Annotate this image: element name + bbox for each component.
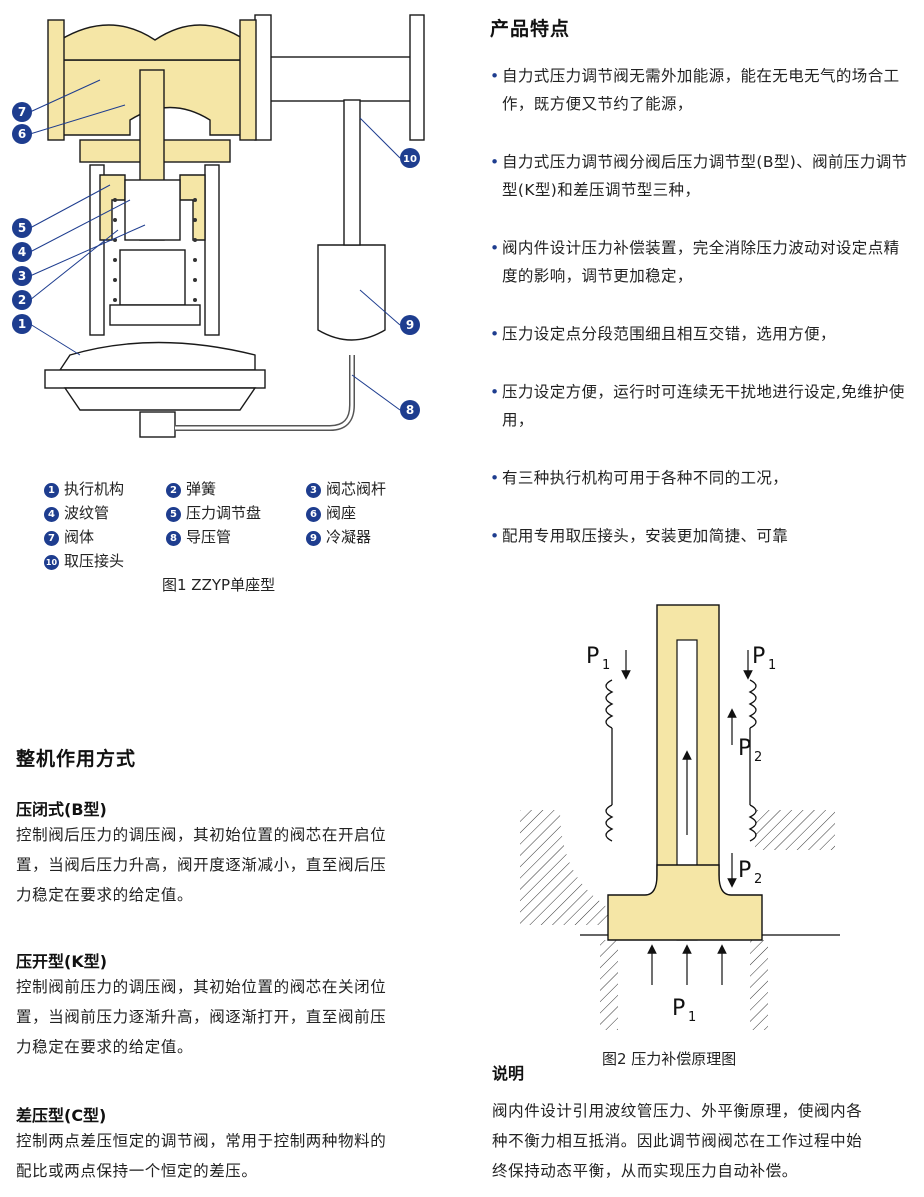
label-p1-right: P [752, 644, 765, 669]
mode-c-text: 控制两点差压恒定的调节阀，常用于控制两种物料的 配比或两点保持一个恒定的差压。 [16, 1126, 446, 1186]
text-line: 终保持动态平衡，从而实现压力自动补偿。 [492, 1162, 798, 1180]
callout-label: 4 [18, 245, 26, 259]
callout-4: 4 [12, 242, 32, 262]
legend-item: 2 弹簧 [166, 478, 216, 499]
text-line: 控制阀后压力的调压阀，其初始位置的阀芯在开启位 [16, 826, 387, 844]
legend-item: 4 波纹管 [44, 502, 109, 523]
text-line: 阀内件设计引用波纹管压力、外平衡原理，使阀内各 [492, 1102, 863, 1120]
feature-item: 有三种执行机构可用于各种不同的工况， [490, 464, 910, 492]
note-title: 说明 [492, 1064, 525, 1083]
legend-number: 7 [44, 531, 59, 546]
callout-label: 6 [18, 127, 26, 141]
label-p2-upper: P [738, 736, 751, 761]
legend-label: 阀座 [326, 504, 357, 522]
text-line: 控制阀前压力的调压阀，其初始位置的阀芯在关闭位 [16, 978, 387, 996]
text-line: 置，当阀前压力逐渐升高，阀逐渐打开，直至阀前压 [16, 1008, 387, 1026]
legend-item: 9 冷凝器 [306, 526, 371, 547]
subscript: 1 [768, 658, 776, 673]
feature-item: 压力设定点分段范围细且相互交错，选用方便， [490, 320, 910, 348]
label-p2-lower: P [738, 858, 751, 883]
callout-label: 5 [18, 221, 26, 235]
legend-label: 波纹管 [64, 504, 110, 522]
legend-label: 阀芯阀杆 [326, 480, 387, 498]
legend-label: 执行机构 [64, 480, 125, 498]
operation-title: 整机作用方式 [16, 748, 137, 770]
label-p1-left: P [586, 644, 599, 669]
legend-number: 3 [306, 483, 321, 498]
legend-number: 8 [166, 531, 181, 546]
legend-label: 导压管 [186, 528, 232, 546]
callout-10: 10 [400, 148, 420, 168]
text-line: 控制两点差压恒定的调节阀，常用于控制两种物料的 [16, 1132, 387, 1150]
callout-label: 1 [18, 317, 26, 331]
legend-item: 10 取压接头 [44, 550, 124, 571]
legend-number: 5 [166, 507, 181, 522]
callout-label: 7 [18, 105, 26, 119]
legend-number: 1 [44, 483, 59, 498]
figure1-drawing: 7 6 5 4 3 2 1 10 9 8 [12, 14, 425, 438]
callout-label: 8 [406, 403, 414, 417]
text-line: 种不衡力相互抵消。因此调节阀阀芯在工作过程中始 [492, 1132, 863, 1150]
features-list: 自力式压力调节阀无需外加能源，能在无电无气的场合工作，既方便又节约了能源， 自力… [490, 62, 910, 550]
subscript: 2 [754, 750, 762, 765]
legend-label: 冷凝器 [326, 528, 372, 546]
legend-label: 取压接头 [64, 552, 125, 570]
mode-c-heading: 差压型(C型) [16, 1106, 107, 1125]
legend-number: 10 [44, 555, 59, 570]
feature-item: 自力式压力调节阀无需外加能源，能在无电无气的场合工作，既方便又节约了能源， [490, 62, 910, 118]
label-p1-bottom: P [672, 996, 685, 1021]
callout-2: 2 [12, 290, 32, 310]
legend-number: 2 [166, 483, 181, 498]
subscript: 2 [754, 872, 762, 887]
callout-1: 1 [12, 314, 32, 334]
legend-item: 3 阀芯阀杆 [306, 478, 386, 499]
callout-7: 7 [12, 102, 32, 122]
subscript: 1 [602, 658, 610, 673]
feature-item: 阀内件设计压力补偿装置，完全消除压力波动对设定点精度的影响，调节更加稳定， [490, 234, 910, 290]
legend-label: 压力调节盘 [186, 504, 262, 522]
legend-item: 5 压力调节盘 [166, 502, 261, 523]
text-line: 力稳定在要求的给定值。 [16, 886, 194, 904]
callout-label: 2 [18, 293, 26, 307]
callout-label: 9 [406, 318, 414, 332]
legend-number: 9 [306, 531, 321, 546]
figure2-caption: 图2 压力补偿原理图 [602, 1050, 737, 1068]
text-line: 力稳定在要求的给定值。 [16, 1038, 194, 1056]
legend-item: 6 阀座 [306, 502, 356, 523]
mode-b-heading: 压闭式(B型) [16, 800, 107, 819]
mode-k-text: 控制阀前压力的调压阀，其初始位置的阀芯在关闭位 置，当阀前压力逐渐升高，阀逐渐打… [16, 972, 446, 1062]
subscript: 1 [688, 1010, 696, 1025]
callout-9: 9 [400, 315, 420, 335]
figure2-drawing: P 1 P 1 P 2 P 2 P 1 [520, 604, 840, 1030]
text-line: 置，当阀后压力升高，阀开度逐渐减小，直至阀后压 [16, 856, 387, 874]
legend-number: 4 [44, 507, 59, 522]
legend-label: 阀体 [64, 528, 95, 546]
mode-k-heading: 压开型(K型) [16, 952, 108, 971]
feature-item: 配用专用取压接头，安装更加简捷、可靠 [490, 522, 910, 550]
legend-number: 6 [306, 507, 321, 522]
callout-5: 5 [12, 218, 32, 238]
callout-label: 3 [18, 269, 26, 283]
mode-b-text: 控制阀后压力的调压阀，其初始位置的阀芯在开启位 置，当阀后压力升高，阀开度逐渐减… [16, 820, 446, 910]
features-title: 产品特点 [490, 18, 571, 40]
figure1-caption: 图1 ZZYP单座型 [162, 576, 276, 594]
legend-label: 弹簧 [186, 480, 217, 498]
feature-item: 自力式压力调节阀分阀后压力调节型(B型)、阀前压力调节型(K型)和差压调节型三种… [490, 148, 910, 204]
callout-label: 10 [403, 154, 417, 165]
callout-6: 6 [12, 124, 32, 144]
legend-item: 8 导压管 [166, 526, 231, 547]
callout-8: 8 [400, 400, 420, 420]
text-line: 配比或两点保持一个恒定的差压。 [16, 1162, 258, 1180]
note-text: 阀内件设计引用波纹管压力、外平衡原理，使阀内各 种不衡力相互抵消。因此调节阀阀芯… [492, 1096, 912, 1186]
feature-item: 压力设定方便，运行时可连续无干扰地进行设定,免维护使用， [490, 378, 910, 434]
legend-item: 7 阀体 [44, 526, 94, 547]
legend-item: 1 执行机构 [44, 478, 124, 499]
callout-3: 3 [12, 266, 32, 286]
